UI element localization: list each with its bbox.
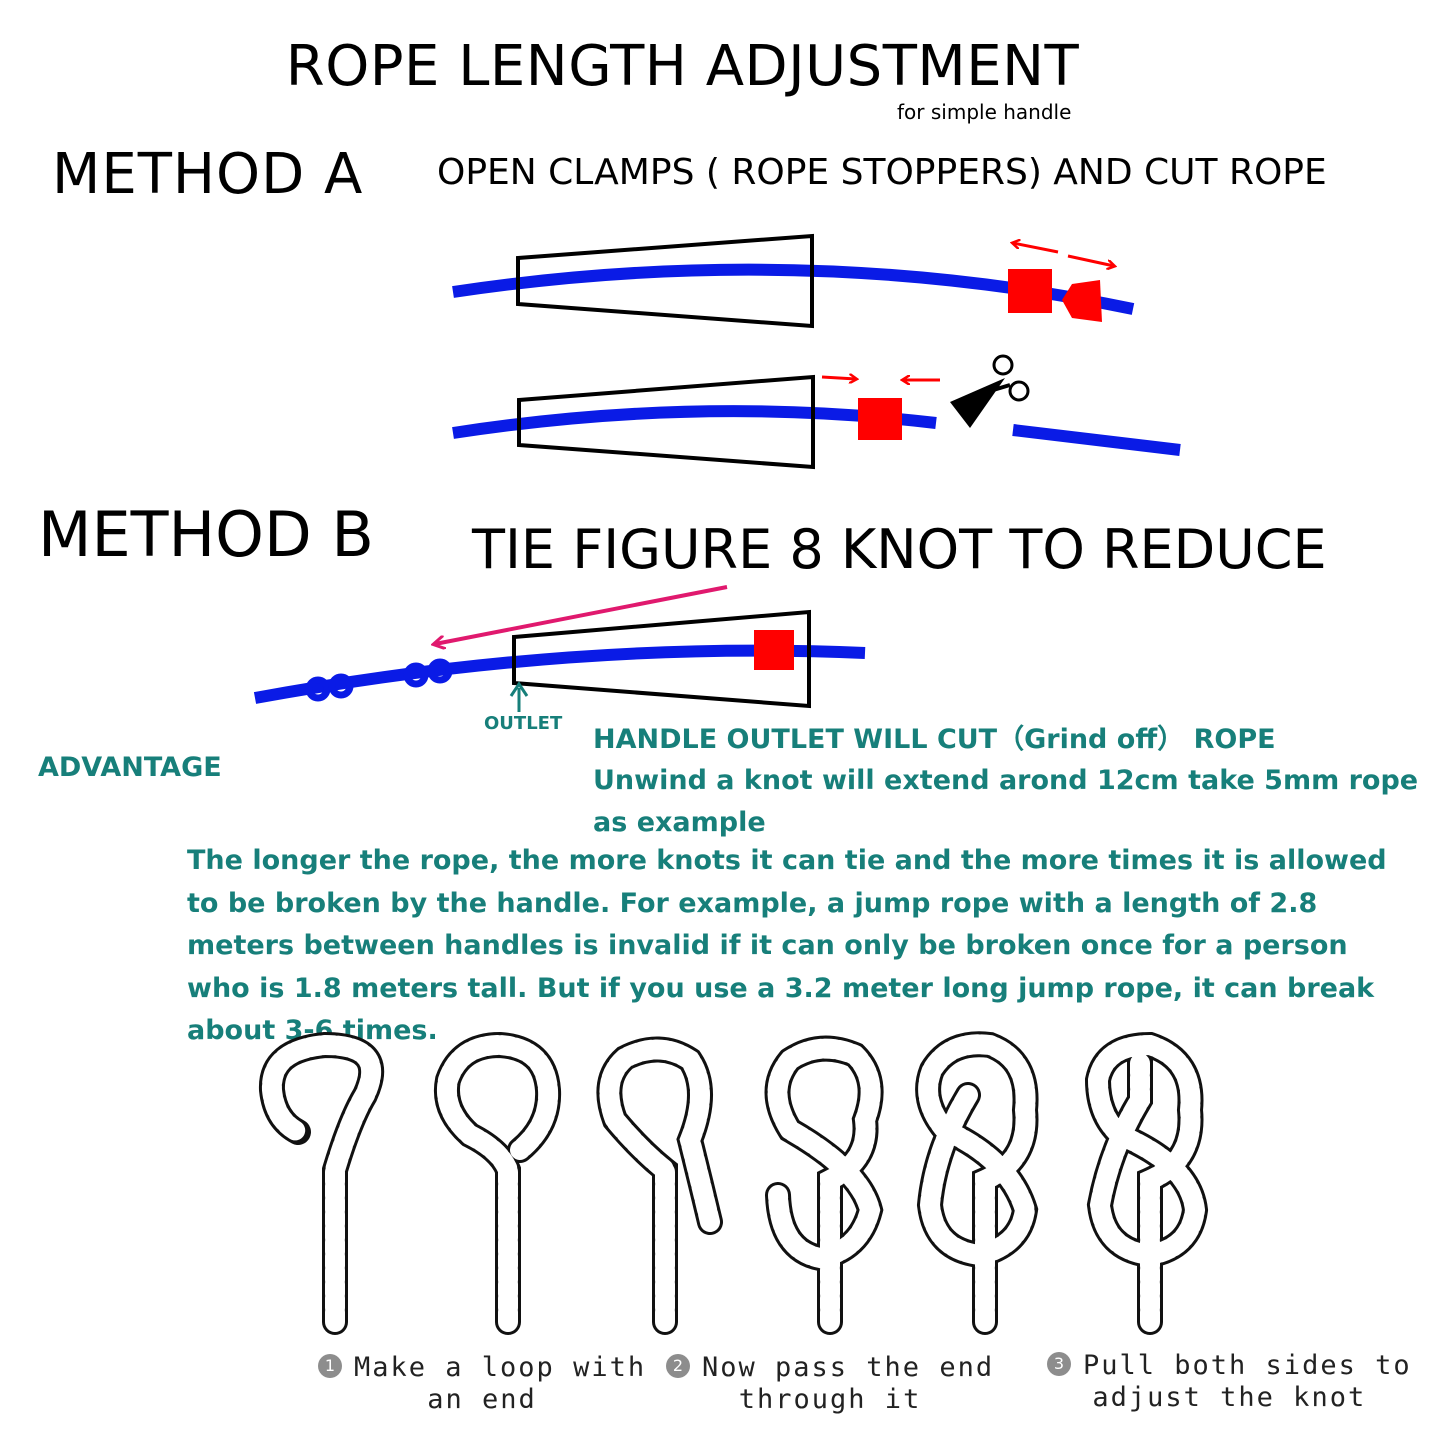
step-number-3-icon: 3 bbox=[1047, 1351, 1071, 1376]
outlet-arrow-head bbox=[509, 681, 529, 697]
method-a-diagram-2 bbox=[452, 354, 1181, 470]
method-b-label: METHOD B bbox=[38, 498, 374, 571]
handle-outline bbox=[512, 609, 811, 709]
step-number-2-icon: 2 bbox=[666, 1353, 690, 1378]
pink-arrow bbox=[435, 585, 728, 644]
step-1-line-2: an end bbox=[427, 1384, 537, 1415]
step-caption-3: 3 Pull both sides to adjust the knot bbox=[1047, 1350, 1412, 1414]
knot-figure-4 bbox=[764, 1035, 884, 1335]
step-3-line-2: adjust the knot bbox=[1092, 1382, 1367, 1413]
knot-figure-2 bbox=[434, 1031, 562, 1335]
knot-figure-1 bbox=[258, 1031, 385, 1335]
knot-step-figures bbox=[258, 1031, 1209, 1335]
handle-outlet-note: HANDLE OUTLET WILL CUT（Grind off） ROPE bbox=[593, 724, 1276, 755]
page-subtitle: for simple handle bbox=[897, 100, 1072, 124]
method-a-label: METHOD A bbox=[52, 142, 364, 207]
step-3-line-1: Pull both sides to bbox=[1083, 1350, 1412, 1381]
rope-cut-end bbox=[1012, 424, 1181, 456]
knot-figure-6 bbox=[1084, 1031, 1209, 1335]
handle-outline bbox=[517, 374, 815, 470]
knot-figure-5 bbox=[915, 1031, 1039, 1335]
advantage-paragraph: The longer the rope, the more knots it c… bbox=[187, 845, 1387, 1046]
method-b-diagram bbox=[253, 585, 866, 712]
rope-stopper-clamp bbox=[858, 398, 902, 440]
step-caption-2: 2 Now pass the end through it bbox=[666, 1352, 994, 1416]
advantage-heading: ADVANTAGE bbox=[38, 752, 222, 783]
step-number-1-icon: 1 bbox=[318, 1353, 342, 1378]
method-a-description: OPEN CLAMPS ( ROPE STOPPERS) AND CUT ROP… bbox=[437, 152, 1327, 193]
step-1-line-1: Make a loop with bbox=[354, 1352, 647, 1383]
outlet-label: OUTLET bbox=[484, 713, 563, 734]
step-caption-1: 1 Make a loop with an end bbox=[318, 1352, 646, 1416]
arrow-left bbox=[1013, 243, 1059, 254]
unwind-note: Unwind a knot will extend arond 12cm tak… bbox=[593, 765, 1419, 838]
arrow-right bbox=[821, 377, 856, 379]
figure-8-knot bbox=[305, 673, 354, 702]
rope-stopper-clamp bbox=[1008, 269, 1052, 313]
knot-figure-3 bbox=[596, 1036, 723, 1335]
page-title: ROPE LENGTH ADJUSTMENT bbox=[285, 34, 1080, 99]
step-2-line-1: Now pass the end bbox=[702, 1352, 995, 1383]
figure-8-knot bbox=[403, 658, 453, 688]
handle-outline bbox=[516, 233, 814, 329]
step-2-line-2: through it bbox=[738, 1384, 922, 1415]
rope-stopper-clamp bbox=[754, 630, 794, 670]
rope-stopper-clamp-cap bbox=[1062, 280, 1102, 322]
method-b-description: TIE FIGURE 8 KNOT TO REDUCE bbox=[472, 518, 1327, 581]
scissors-icon bbox=[950, 354, 1030, 428]
arrow-right bbox=[1067, 254, 1114, 266]
method-a-diagram-1 bbox=[452, 233, 1135, 329]
